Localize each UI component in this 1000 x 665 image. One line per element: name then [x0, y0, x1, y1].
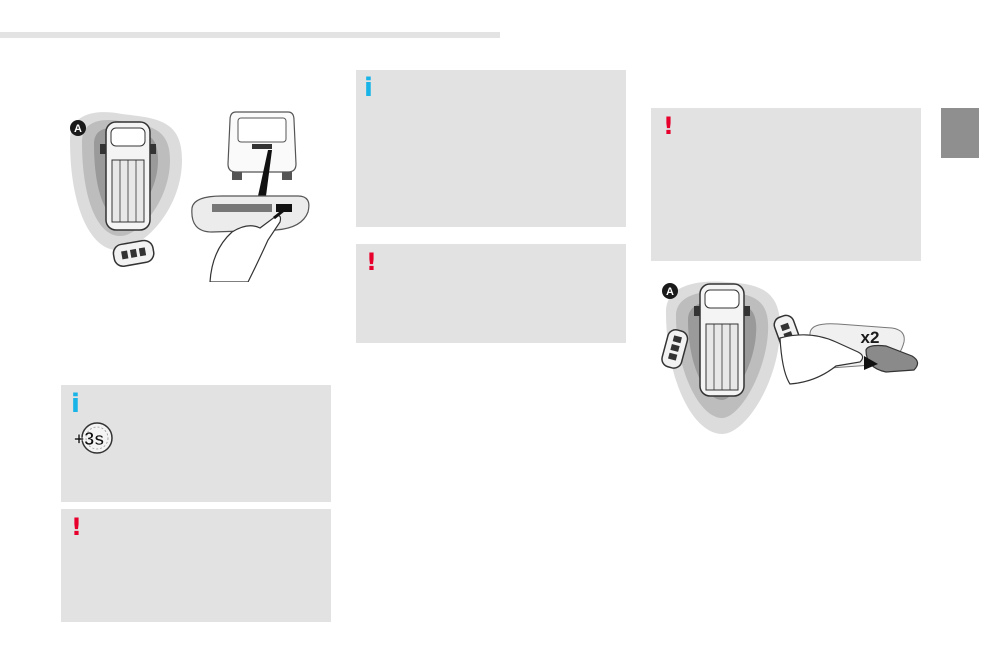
- van-top-view-icon: [100, 121, 156, 231]
- callout-pointer: [258, 150, 272, 196]
- warning-icon: !: [663, 112, 674, 140]
- key-fob-icon: [112, 239, 155, 267]
- keyless-zone-rear-figure: A: [70, 111, 310, 282]
- zone-badge: [662, 283, 678, 299]
- warning-note-box: !: [61, 509, 331, 622]
- info-note-box: i: [356, 70, 626, 227]
- info-icon: i: [364, 73, 373, 103]
- hand-icon: [779, 334, 864, 385]
- van-rear-view-icon: [227, 111, 297, 180]
- hand-icon: [209, 208, 285, 282]
- zone-label: A: [666, 286, 674, 298]
- zone-badge: [70, 120, 86, 136]
- key-fob-icon: [661, 329, 689, 369]
- svg-text:+3s: +3s: [74, 429, 105, 449]
- warning-icon: !: [71, 513, 82, 541]
- zone-label: A: [74, 123, 82, 135]
- warning-note-box: !: [356, 244, 626, 343]
- warning-note-box: !: [651, 108, 921, 261]
- info-note-box: i +3s: [61, 385, 331, 502]
- section-tab[interactable]: [941, 108, 979, 158]
- press-count-label: x2: [861, 328, 880, 347]
- info-icon: i: [71, 389, 80, 419]
- keyless-zone-door-figure: A x2: [661, 281, 919, 434]
- timer-icon: +3s: [73, 422, 113, 454]
- van-top-view-icon: [694, 283, 750, 397]
- header-rule: [0, 32, 500, 38]
- warning-icon: !: [366, 248, 377, 276]
